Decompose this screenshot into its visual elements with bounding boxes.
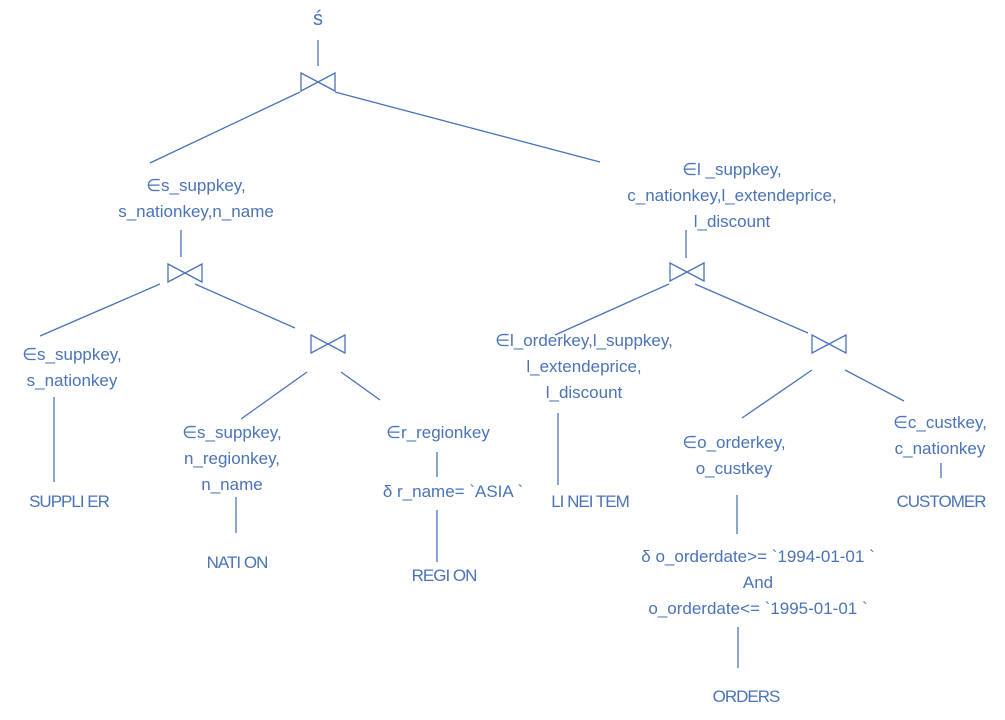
selection-line: o_orderdate<= `1995-01-01 ` [648, 599, 868, 618]
edge [340, 371, 381, 401]
edge [39, 283, 161, 337]
relation-region: REGI ON [411, 563, 478, 589]
relation-label: ORDERS [712, 687, 781, 706]
edge [844, 369, 905, 402]
selection-orders: δ o_orderdate>= `1994-01-01 ` And o_orde… [641, 544, 874, 622]
projection-line: n_regionkey, [183, 449, 281, 468]
join-icon [310, 333, 346, 355]
projection-line: o_custkey [695, 459, 773, 478]
projection-lineitem: ∈l_orderkey,l_suppkey, l_extendeprice, l… [495, 328, 673, 406]
relation-label: CUSTOMER [896, 492, 987, 511]
projection-line: ∈s_suppkey, [146, 176, 246, 195]
relation-label: REGI ON [411, 566, 478, 585]
selection-region: δ r_name= `ASIA ` [383, 479, 523, 505]
projection-line: ∈r_regionkey [386, 423, 490, 442]
selection-line: And [742, 573, 774, 592]
projection-customer: ∈c_custkey, c_nationkey [893, 410, 987, 462]
projection-line: ∈l_orderkey,l_suppkey, [495, 331, 673, 350]
edge [149, 91, 301, 164]
projection-line: l_discount [693, 212, 771, 231]
projection-line: c_nationkey,l_extendeprice, [627, 186, 837, 205]
projection-line: c_nationkey [894, 439, 986, 458]
relation-supplier: SUPPLI ER [29, 489, 110, 515]
join-icon [300, 71, 336, 93]
projection-line: l_extendeprice, [526, 357, 642, 376]
projection-line: ∈s_suppkey, [22, 345, 122, 364]
edge [194, 283, 296, 329]
relation-orders: ORDERS [712, 684, 781, 710]
projection-line: n_name [201, 475, 263, 494]
projection-line: s_nationkey [26, 371, 118, 390]
selection-line: δ o_orderdate>= `1994-01-01 ` [641, 547, 875, 566]
edge [694, 283, 809, 334]
projection-line: ∈c_custkey, [893, 413, 987, 432]
join-icon [811, 333, 847, 355]
projection-supplier: ∈s_suppkey, s_nationkey [22, 342, 122, 394]
edge [334, 91, 601, 163]
root-text: ś [313, 8, 323, 30]
relation-label: SUPPLI ER [29, 492, 110, 511]
edge [240, 371, 308, 420]
relation-customer: CUSTOMER [896, 489, 987, 515]
root-label: ś [313, 6, 323, 32]
relation-label: NATI ON [206, 553, 269, 572]
projection-line: l_discount [545, 383, 623, 402]
projection-nation: ∈s_suppkey, n_regionkey, n_name [182, 420, 282, 498]
edge [554, 283, 670, 336]
projection-line: ∈s_suppkey, [182, 423, 282, 442]
relation-lineitem: LI NEI TEM [551, 489, 630, 515]
projection-orders: ∈o_orderkey, o_custkey [682, 430, 785, 482]
projection-line: ∈l _suppkey, [682, 160, 782, 179]
projection-line: ∈o_orderkey, [682, 433, 786, 452]
projection-top-left: ∈s_suppkey, s_nationkey,n_name [118, 173, 274, 225]
relation-label: LI NEI TEM [551, 492, 630, 511]
join-icon [669, 261, 705, 283]
join-icon [167, 262, 203, 284]
edge [741, 369, 813, 419]
projection-region: ∈r_regionkey [386, 420, 490, 446]
projection-line: s_nationkey,n_name [118, 202, 274, 221]
projection-top-right: ∈l _suppkey, c_nationkey,l_extendeprice,… [627, 157, 837, 235]
selection-line: δ r_name= `ASIA ` [382, 482, 524, 501]
relation-nation: NATI ON [206, 550, 269, 576]
